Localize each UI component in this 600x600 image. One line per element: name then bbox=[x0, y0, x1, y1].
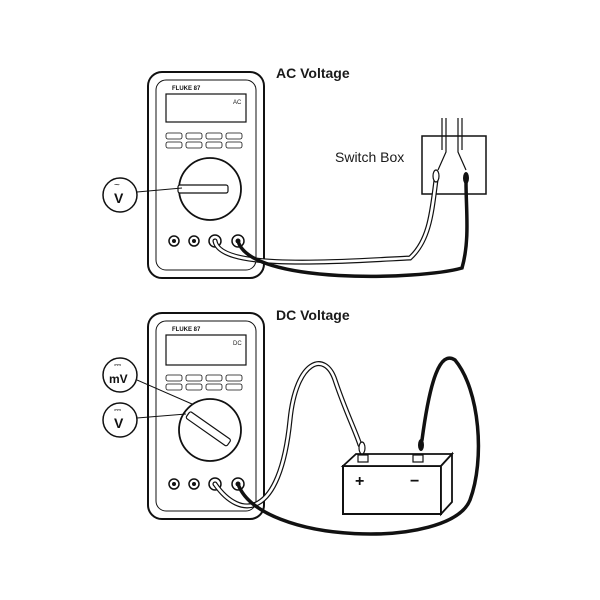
dc-mv-callout-label: mV bbox=[109, 372, 128, 386]
dc-meter-buttons bbox=[165, 374, 243, 391]
dc-black-lead bbox=[236, 356, 481, 536]
dc-display-unit: DC bbox=[233, 341, 242, 347]
switch-box: Switch Box bbox=[335, 118, 487, 195]
ac-dial-knob bbox=[177, 184, 229, 194]
ac-meter-brand: FLUKE 87 bbox=[172, 86, 201, 92]
switch-box-wire-right bbox=[457, 118, 467, 171]
dc-red-probe-tip bbox=[358, 441, 366, 455]
battery-negative-sign: − bbox=[410, 473, 419, 490]
ac-callout-leader bbox=[136, 187, 183, 193]
ac-callout-label: V bbox=[114, 190, 124, 206]
ac-display-unit: AC bbox=[233, 100, 242, 106]
switch-box-label: Switch Box bbox=[335, 149, 404, 165]
ac-callout-symbol: ~ bbox=[114, 180, 120, 191]
dc-meter-brand: FLUKE 87 bbox=[172, 327, 201, 333]
ac-meter-bezel bbox=[155, 79, 257, 271]
dc-meter-display bbox=[165, 334, 247, 366]
switch-box-wire-left bbox=[437, 118, 447, 171]
ac-red-lead bbox=[213, 178, 438, 264]
battery-side bbox=[440, 451, 453, 517]
dc-v-callout-label: V bbox=[114, 415, 124, 431]
battery-positive-terminal bbox=[357, 454, 369, 463]
dc-mv-callout-circle bbox=[102, 357, 138, 393]
dc-v-callout-symbol: ⎓ bbox=[114, 405, 121, 415]
dc-callout-v: ⎓ V bbox=[102, 402, 187, 438]
dc-mv-callout-symbol: ⎓ bbox=[114, 360, 121, 370]
ac-meter-display bbox=[165, 93, 247, 123]
ac-black-lead bbox=[236, 180, 469, 279]
ac-red-probe-tip bbox=[432, 169, 440, 183]
dc-red-lead bbox=[213, 362, 362, 508]
dc-mv-callout-leader bbox=[136, 379, 193, 405]
ac-black-probe-tip bbox=[463, 172, 469, 184]
battery: + − bbox=[340, 451, 455, 517]
ac-callout: ~ V bbox=[102, 177, 183, 213]
ac-callout-circle bbox=[102, 177, 138, 213]
dc-black-probe-tip bbox=[418, 439, 424, 451]
ac-meter-buttons bbox=[165, 132, 243, 149]
ac-voltage-title: AC Voltage bbox=[276, 65, 350, 81]
dc-multimeter: FLUKE 87 DC bbox=[147, 312, 265, 520]
ac-multimeter: FLUKE 87 AC bbox=[147, 71, 265, 279]
battery-positive-sign: + bbox=[355, 473, 364, 490]
dc-dial-knob bbox=[185, 411, 231, 447]
dc-v-callout-leader bbox=[136, 413, 187, 419]
battery-negative-terminal bbox=[412, 454, 424, 463]
dc-v-callout-circle bbox=[102, 402, 138, 438]
dc-voltage-title: DC Voltage bbox=[276, 307, 350, 323]
switch-box-enclosure bbox=[421, 135, 487, 195]
dc-callout-mv: ⎓ mV bbox=[102, 357, 193, 405]
